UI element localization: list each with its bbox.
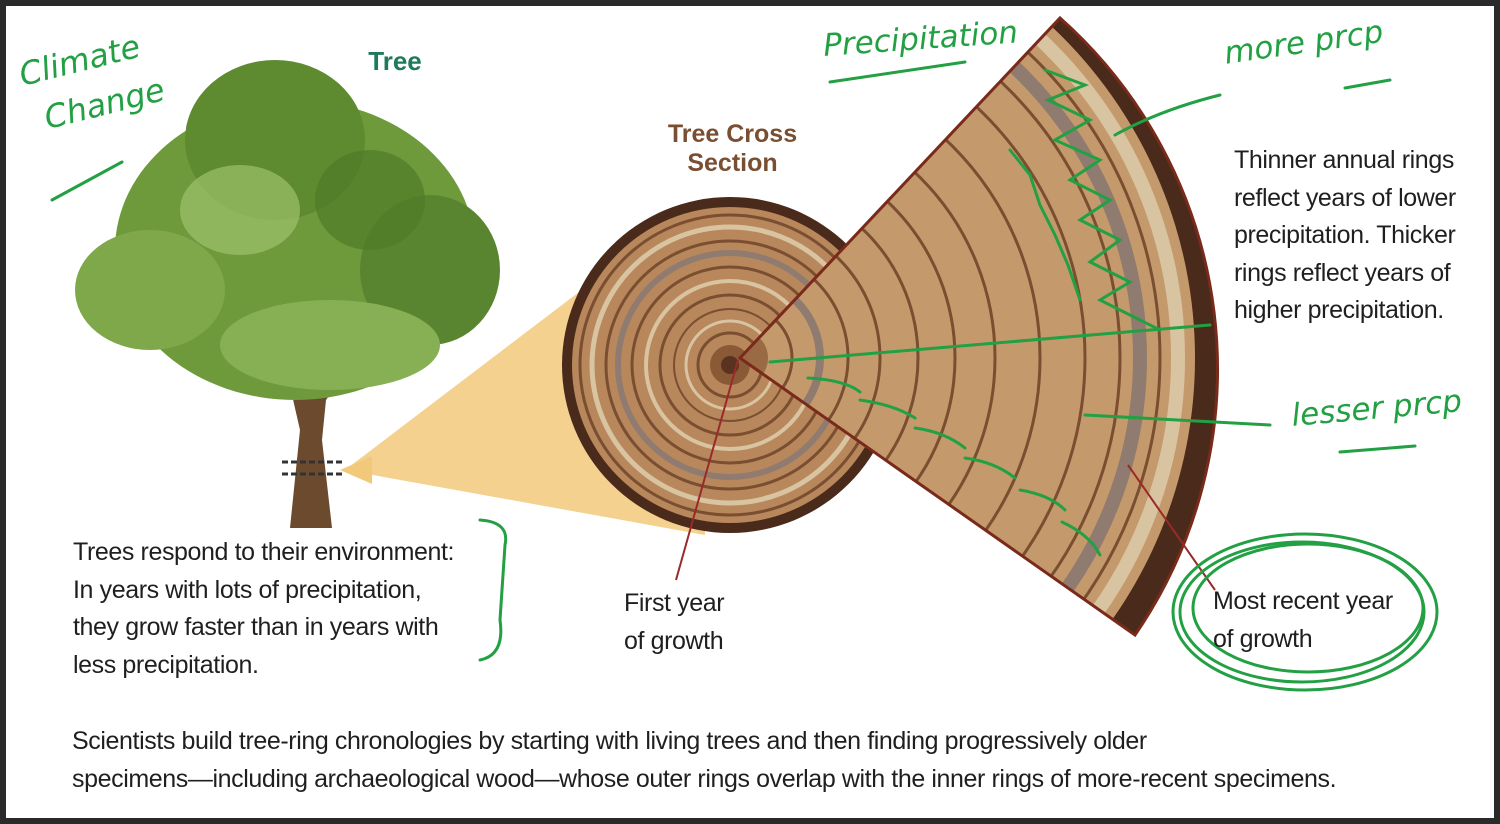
- recent-year-caption-line-2: of growth: [1213, 625, 1313, 653]
- first-year-caption: First year of growth: [624, 584, 754, 660]
- response-caption-line-4: less precipitation.: [73, 650, 259, 679]
- first-year-caption-line-1: First year: [624, 589, 725, 617]
- rings-caption: Thinner annual rings reflect years of lo…: [1234, 142, 1484, 330]
- tree-illustration: [75, 60, 500, 528]
- first-year-pointer: [675, 359, 739, 581]
- recent-year-circle-1: [1171, 532, 1439, 692]
- recent-year-caption-line-1: Most recent year: [1213, 587, 1393, 615]
- rings-caption-line-4: rings reflect years of: [1234, 258, 1451, 287]
- recent-year-caption: Most recent year of growth: [1213, 582, 1413, 658]
- ring-tick-5: [1018, 488, 1067, 512]
- response-caption-line-3: they grow faster than in years with: [73, 613, 439, 641]
- pen-annotations: [50, 60, 1439, 692]
- radius-line: [768, 323, 1212, 364]
- rings-caption-line-3: precipitation. Thicker: [1234, 221, 1456, 249]
- climate-underline: [50, 160, 124, 202]
- cross-section-title: Tree Cross Section: [640, 120, 825, 178]
- ring-tick-1: [806, 376, 862, 394]
- tree-foliage-left: [75, 230, 225, 350]
- response-caption-line-2: In years with lots of precipitation,: [73, 575, 422, 604]
- callout-arrowhead: [340, 456, 372, 484]
- tree-foliage-lower: [220, 300, 440, 390]
- tree-foliage-shadow: [315, 150, 425, 250]
- lesser-underline: [1338, 444, 1417, 454]
- first-year-caption-line-2: of growth: [624, 627, 724, 655]
- tree-foliage-highlight: [180, 165, 300, 255]
- recent-year-circle-3: [1191, 542, 1425, 674]
- bottom-caption-line-2: specimens—including archaeological wood—…: [72, 765, 1337, 793]
- cross-section-disk: [562, 197, 898, 533]
- response-caption: Trees respond to their environment: In y…: [73, 534, 513, 684]
- ring-tick-3: [913, 426, 967, 450]
- bottom-caption-line-1: Scientists build tree-ring chronologies …: [72, 727, 1147, 755]
- precip-underline: [828, 60, 967, 84]
- ring-tick-2: [858, 398, 917, 420]
- rings-caption-line-2: reflect years of lower: [1234, 183, 1456, 212]
- ring-hatch: [1008, 148, 1082, 302]
- rings-caption-line-5: higher precipitation.: [1234, 296, 1444, 324]
- more-pointer: [1113, 93, 1222, 137]
- tree-title: Tree: [368, 46, 422, 76]
- more-underline: [1343, 78, 1392, 90]
- lesser-pointer: [1083, 413, 1272, 427]
- bottom-caption: Scientists build tree-ring chronologies …: [72, 722, 1482, 798]
- cross-section-title-line-2: Section: [687, 149, 778, 177]
- cross-section-title-line-1: Tree Cross: [667, 120, 798, 148]
- response-caption-line-1: Trees respond to their environment:: [73, 538, 455, 566]
- ring-tick-4: [963, 456, 1017, 480]
- recent-year-pointer: [1127, 464, 1216, 591]
- bracket: [478, 518, 508, 662]
- rings-caption-line-1: Thinner annual rings: [1234, 146, 1454, 174]
- precip-squiggle: [1043, 68, 1162, 332]
- ring-tick-6: [1060, 520, 1102, 557]
